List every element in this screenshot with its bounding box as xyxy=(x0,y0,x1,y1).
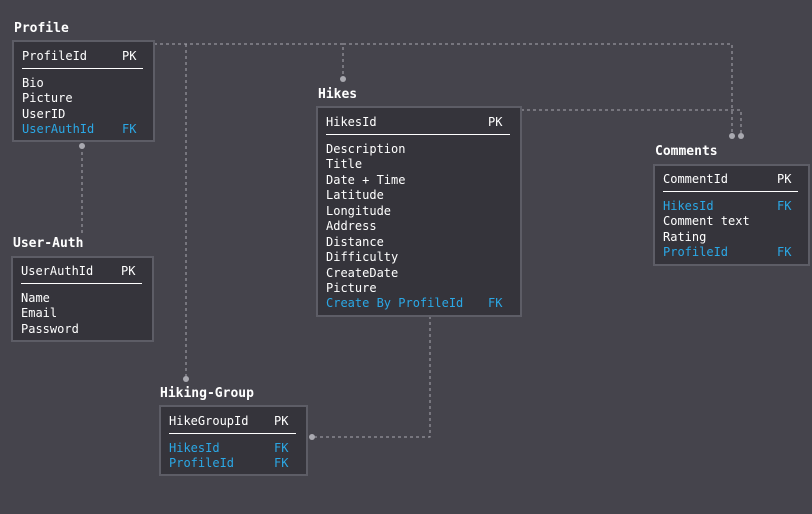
profile-pk-row: ProfileId PK xyxy=(14,48,153,64)
hikes-field-row: Picture xyxy=(318,280,520,296)
comments-field-row: Rating xyxy=(655,229,808,245)
comments-title: Comments xyxy=(655,144,718,159)
user-auth-divider xyxy=(21,283,142,284)
comments-field-row: HikesId FK xyxy=(655,198,808,214)
hikes-divider xyxy=(326,134,510,135)
user-auth-title: User-Auth xyxy=(13,236,84,251)
field-name: Email xyxy=(21,306,58,320)
hikes-field-row: CreateDate xyxy=(318,265,520,281)
hiking-group-field-row: HikesId FK xyxy=(161,440,306,456)
user-auth-field-row: Email xyxy=(13,305,152,321)
hiking-group-pk-row: HikeGroupId PK xyxy=(161,413,306,429)
field-name: Difficulty xyxy=(326,250,399,264)
hikes-field-row: Distance xyxy=(318,234,520,250)
field-name: Picture xyxy=(326,281,377,295)
field-name: UserID xyxy=(22,107,66,121)
field-name: CommentId xyxy=(663,172,729,186)
relation-profile-user-auth-dot xyxy=(79,143,85,149)
hikes-field-row: Description xyxy=(318,141,520,157)
field-name: HikeGroupId xyxy=(169,414,249,428)
relation-profile-comments-dot xyxy=(729,133,735,139)
profile-field-row: Picture xyxy=(14,90,153,106)
field-key: PK xyxy=(121,264,136,278)
hikes-field-row: Latitude xyxy=(318,187,520,203)
relation-hikes-hiking-group-dot xyxy=(309,434,315,440)
profile-title: Profile xyxy=(14,21,69,36)
hikes-field-row: Title xyxy=(318,156,520,172)
hikes-title: Hikes xyxy=(318,87,358,102)
field-key: FK xyxy=(274,456,289,470)
user-auth-field-row: Name xyxy=(13,290,152,306)
field-name: HikesId xyxy=(169,441,220,455)
field-name: Rating xyxy=(663,230,707,244)
field-name: Picture xyxy=(22,91,73,105)
field-name: Title xyxy=(326,157,363,171)
field-name: CreateDate xyxy=(326,266,399,280)
field-key: FK xyxy=(274,441,289,455)
field-key: PK xyxy=(488,115,503,129)
field-name: Address xyxy=(326,219,377,233)
field-key: PK xyxy=(274,414,289,428)
field-name: ProfileId xyxy=(22,49,88,63)
field-name: UserAuthId xyxy=(21,264,94,278)
comments-divider xyxy=(663,191,798,192)
hikes-field-row: Longitude xyxy=(318,203,520,219)
relation-profile-comments xyxy=(343,43,733,136)
comments-field-row: ProfileId FK xyxy=(655,244,808,260)
field-name: ProfileId xyxy=(169,456,235,470)
field-key: PK xyxy=(122,49,137,63)
field-name: Date + Time xyxy=(326,173,406,187)
hiking-group-field-row: ProfileId FK xyxy=(161,455,306,471)
comments-pk-row: CommentId PK xyxy=(655,171,808,187)
relation-profile-hiking-group-dot xyxy=(183,376,189,382)
hikes-field-row: Address xyxy=(318,218,520,234)
hikes-pk-row: HikesId PK xyxy=(318,114,520,130)
hiking-group-divider xyxy=(169,433,296,434)
field-name: UserAuthId xyxy=(22,122,95,136)
field-name: Password xyxy=(21,322,79,336)
profile-field-row: UserID xyxy=(14,106,153,122)
relation-profile-hikes-dot xyxy=(340,76,346,82)
field-name: ProfileId xyxy=(663,245,729,259)
field-name: Latitude xyxy=(326,188,384,202)
user-auth-pk-row: UserAuthId PK xyxy=(13,263,152,279)
field-name: Comment text xyxy=(663,214,750,228)
relation-hikes-hiking-group xyxy=(312,316,431,438)
field-key: FK xyxy=(777,199,792,213)
field-name: Distance xyxy=(326,235,384,249)
hikes-field-row: Date + Time xyxy=(318,172,520,188)
field-name: HikesId xyxy=(326,115,377,129)
field-key: FK xyxy=(122,122,137,136)
profile-field-row: UserAuthId FK xyxy=(14,121,153,137)
field-name: HikesId xyxy=(663,199,714,213)
hikes-field-row: Create By ProfileId FK xyxy=(318,295,520,311)
relation-hikes-comments xyxy=(521,109,742,136)
field-key: FK xyxy=(488,296,503,310)
comments-field-row: Comment text xyxy=(655,213,808,229)
hikes-field-row: Difficulty xyxy=(318,249,520,265)
profile-field-row: Bio xyxy=(14,75,153,91)
field-name: Longitude xyxy=(326,204,392,218)
field-key: PK xyxy=(777,172,792,186)
relation-hikes-comments-dot xyxy=(738,133,744,139)
field-name: Bio xyxy=(22,76,44,90)
profile-table: ProfileId PK Bio Picture UserID UserAuth… xyxy=(12,40,155,142)
hiking-group-title: Hiking-Group xyxy=(160,386,254,401)
hiking-group-table: HikeGroupId PK HikesId FK ProfileId FK xyxy=(159,405,308,476)
hikes-table: HikesId PK Description Title Date + Time… xyxy=(316,106,522,317)
field-key: FK xyxy=(777,245,792,259)
field-name: Name xyxy=(21,291,50,305)
user-auth-table: UserAuthId PK Name Email Password xyxy=(11,256,154,342)
field-name: Create By ProfileId xyxy=(326,296,464,310)
profile-divider xyxy=(22,68,143,69)
user-auth-field-row: Password xyxy=(13,321,152,337)
relation-profile-hikes xyxy=(154,43,344,79)
field-name: Description xyxy=(326,142,406,156)
comments-table: CommentId PK HikesId FK Comment text Rat… xyxy=(653,164,810,266)
